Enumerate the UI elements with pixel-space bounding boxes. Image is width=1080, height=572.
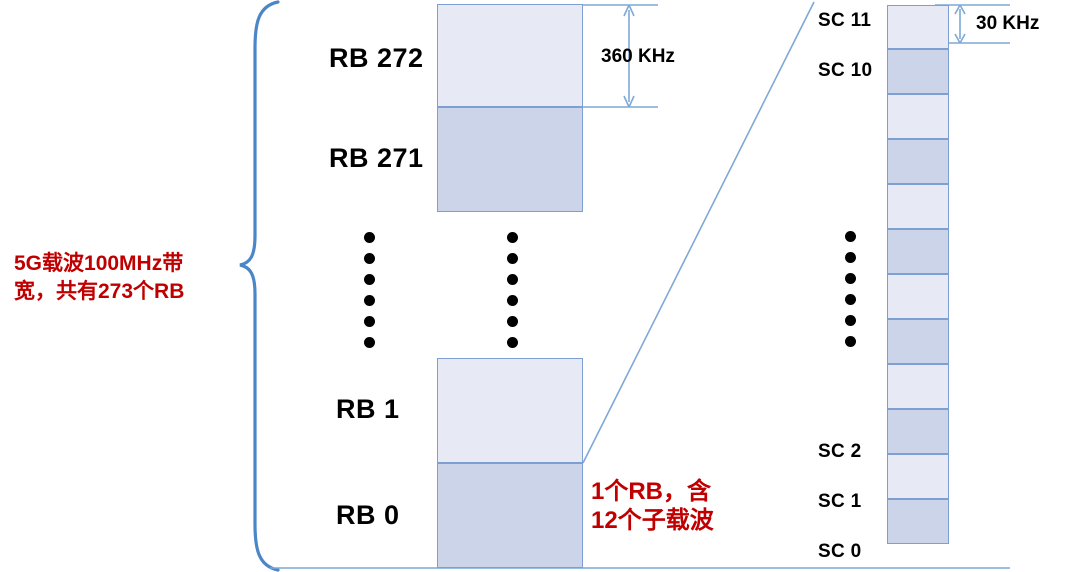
ellipsis-dot: [364, 337, 375, 348]
ellipsis-dot: [507, 295, 518, 306]
ellipsis-dot: [845, 252, 856, 263]
rb-label-272: RB 272: [329, 43, 424, 73]
ellipsis-dot: [845, 231, 856, 242]
subcarrier-column: [887, 5, 949, 544]
rb-composition-annotation-line2: 12个子载波: [591, 507, 714, 535]
sc-cell-7[interactable]: [887, 184, 949, 229]
sc-label-10: SC 10: [818, 60, 873, 81]
sc-label-11: SC 11: [818, 10, 872, 31]
ellipsis-dot: [364, 274, 375, 285]
rb-block-271[interactable]: [437, 107, 583, 212]
sc-cell-4[interactable]: [887, 319, 949, 364]
sc-cell-9[interactable]: [887, 94, 949, 139]
rb-block-ellipsis-dots: [507, 232, 518, 348]
ellipsis-dot: [845, 294, 856, 305]
rb-block-272[interactable]: [437, 4, 583, 107]
rb-label-ellipsis-dots: [364, 232, 375, 348]
sc-label-2: SC 2: [818, 441, 862, 462]
ellipsis-dot: [364, 232, 375, 243]
sc-label-1: SC 1: [818, 491, 862, 512]
ellipsis-dot: [845, 273, 856, 284]
carrier-bandwidth-annotation: 5G载波100MHz带 宽，共有273个RB: [14, 250, 246, 305]
sc-cell-5[interactable]: [887, 274, 949, 319]
rb-label-0: RB 0: [336, 500, 400, 530]
rb-label-271: RB 271: [329, 143, 424, 173]
rb-block-1[interactable]: [437, 358, 583, 463]
sc-cell-10[interactable]: [887, 49, 949, 94]
sc-cell-1[interactable]: [887, 454, 949, 499]
ellipsis-dot: [507, 274, 518, 285]
sc-label-ellipsis-dots: [845, 231, 856, 347]
carrier-bandwidth-annotation-line2: 宽，共有273个RB: [14, 279, 185, 303]
ellipsis-dot: [507, 337, 518, 348]
sc-cell-3[interactable]: [887, 364, 949, 409]
rb-to-sc-connector: [582, 1, 815, 464]
carrier-bandwidth-annotation-line1: 5G载波100MHz带: [14, 252, 184, 275]
rb-block-0[interactable]: [437, 463, 583, 568]
ellipsis-dot: [364, 316, 375, 327]
ellipsis-dot: [507, 316, 518, 327]
sc-cell-8[interactable]: [887, 139, 949, 184]
ellipsis-dot: [845, 336, 856, 347]
sc-label-0: SC 0: [818, 541, 862, 562]
rb-label-1: RB 1: [336, 394, 400, 424]
rb-bandwidth-label: 360 KHz: [601, 46, 675, 67]
sc-cell-2[interactable]: [887, 409, 949, 454]
sc-cell-6[interactable]: [887, 229, 949, 274]
ellipsis-dot: [845, 315, 856, 326]
rb-composition-annotation-line1: 1个RB，含: [591, 478, 712, 505]
ellipsis-dot: [364, 253, 375, 264]
rb-composition-annotation: 1个RB，含 12个子载波: [591, 477, 714, 536]
ellipsis-dot: [364, 295, 375, 306]
sc-cell-0[interactable]: [887, 499, 949, 544]
sc-cell-11[interactable]: [887, 5, 949, 49]
subcarrier-spacing-label: 30 KHz: [976, 13, 1040, 34]
ellipsis-dot: [507, 253, 518, 264]
ellipsis-dot: [507, 232, 518, 243]
